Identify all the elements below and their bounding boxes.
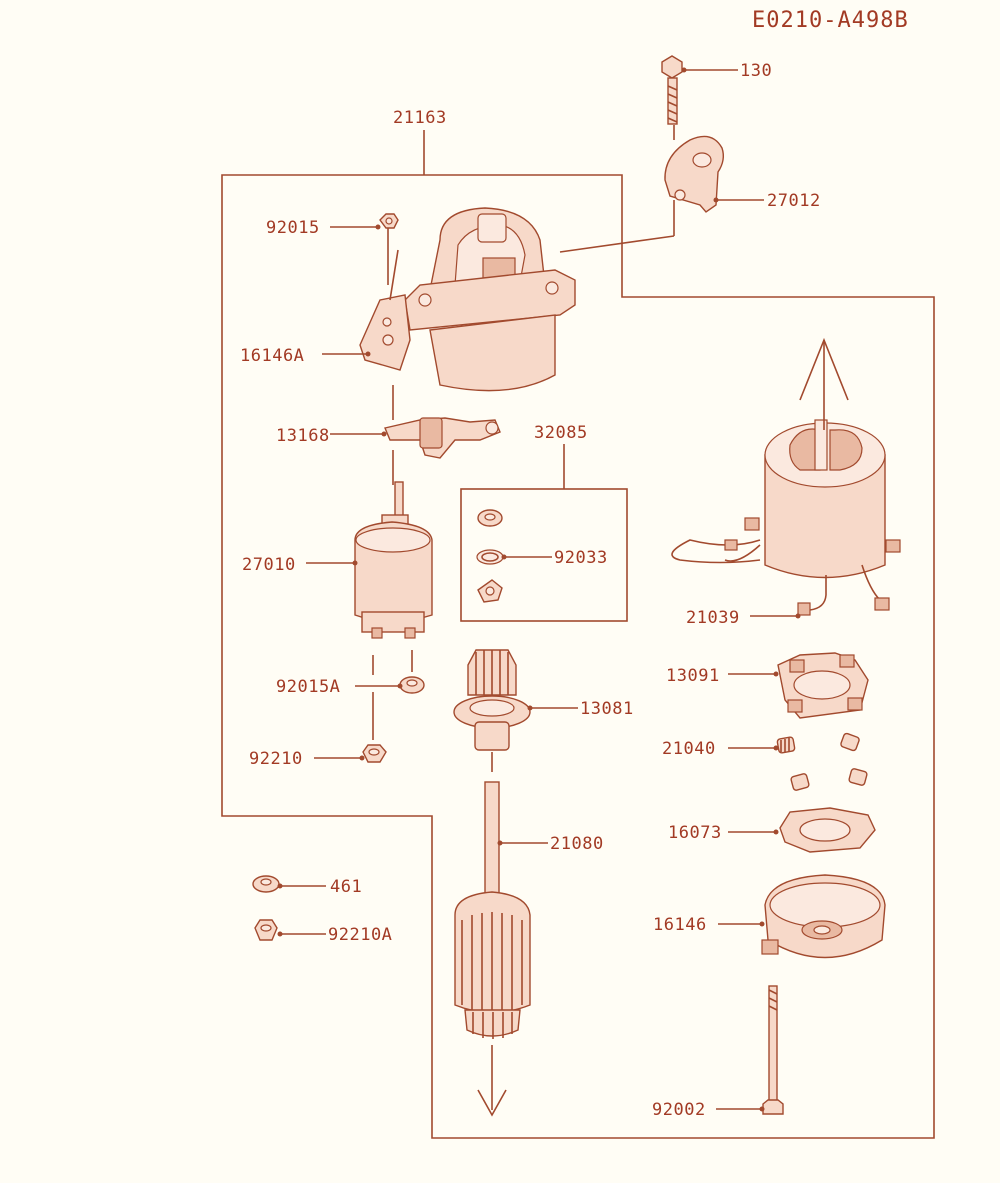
shift-lever-13168-part[interactable]	[384, 417, 501, 459]
o-ring-92033-part[interactable]	[476, 549, 504, 565]
washer-32085-part[interactable]	[477, 509, 503, 527]
front-housing-16146A-part[interactable]	[359, 207, 576, 392]
brush-plate-16073-part[interactable]	[779, 807, 876, 853]
spring-21040-part[interactable]	[776, 732, 868, 791]
group-bracket-21163	[221, 174, 935, 1139]
label-16146[interactable]: 16146	[653, 915, 707, 935]
bracket-27012-part[interactable]	[664, 135, 725, 213]
bolt-130-part[interactable]	[661, 55, 683, 125]
label-16146A[interactable]: 16146A	[240, 346, 304, 366]
washer-92015A-part[interactable]	[399, 676, 425, 694]
label-461[interactable]: 461	[330, 877, 362, 897]
through-bolt-92002-part[interactable]	[762, 985, 784, 1115]
solenoid-27010-part[interactable]	[354, 481, 433, 639]
label-92015[interactable]: 92015	[266, 218, 320, 238]
label-92002[interactable]: 92002	[652, 1100, 706, 1120]
pinion-clutch-13081-part[interactable]	[453, 649, 531, 751]
brush-holder-13091-part[interactable]	[777, 652, 869, 719]
label-13168[interactable]: 13168	[276, 426, 330, 446]
armature-21080-part[interactable]	[454, 781, 531, 1039]
nut-92210-part[interactable]	[362, 744, 387, 763]
label-32085[interactable]: 32085	[534, 423, 588, 443]
label-16073[interactable]: 16073	[668, 823, 722, 843]
label-13091[interactable]: 13091	[666, 666, 720, 686]
label-92210A[interactable]: 92210A	[328, 925, 392, 945]
label-21080[interactable]: 21080	[550, 834, 604, 854]
label-92033[interactable]: 92033	[554, 548, 608, 568]
label-27012[interactable]: 27012	[767, 191, 821, 211]
group-bracket-32085	[460, 488, 628, 622]
label-27010[interactable]: 27010	[242, 555, 296, 575]
label-92210[interactable]: 92210	[249, 749, 303, 769]
washer-461-part[interactable]	[252, 875, 280, 893]
nut-92015-part[interactable]	[379, 213, 399, 229]
nut-92210A-part[interactable]	[254, 919, 278, 941]
label-21040[interactable]: 21040	[662, 739, 716, 759]
label-21039[interactable]: 21039	[686, 608, 740, 628]
yoke-21039-part[interactable]	[671, 419, 901, 616]
label-21163[interactable]: 21163	[393, 108, 447, 128]
label-92015A[interactable]: 92015A	[276, 677, 340, 697]
rear-cover-16146-part[interactable]	[761, 874, 886, 959]
label-130[interactable]: 130	[740, 61, 772, 81]
label-13081[interactable]: 13081	[580, 699, 634, 719]
diagram-code: E0210-A498B	[752, 8, 909, 33]
clip-32085-part[interactable]	[477, 579, 503, 603]
